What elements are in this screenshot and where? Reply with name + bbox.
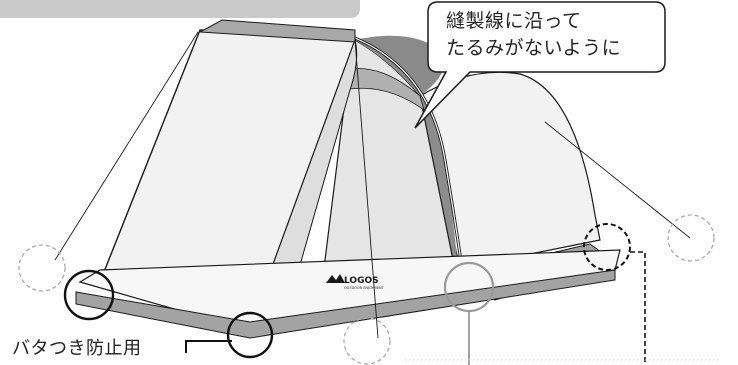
anti-flap-point-front <box>226 311 274 359</box>
logo-mark-icon <box>326 274 345 283</box>
anti-flap-point-left <box>63 269 115 321</box>
callout-text: 縫製線に沿って たるみがないように <box>446 10 622 59</box>
callout-bubble <box>414 1 666 129</box>
stake-point-front <box>343 317 391 365</box>
rear-corner-leader <box>630 251 646 365</box>
logo-subtext: OUTDOOR ENJOYMENT <box>344 286 385 290</box>
stake-point-left <box>18 244 66 292</box>
anti-flap-points <box>63 269 274 359</box>
anti-flap-label: バタつき防止用 <box>12 338 142 359</box>
guy-lines <box>54 31 691 339</box>
stake-point-right <box>667 214 715 262</box>
header-banner <box>0 0 360 18</box>
logo: LOGOS OUTDOOR ENJOYMENT <box>326 274 385 290</box>
bata-leader <box>185 340 232 353</box>
floor-strip-front <box>75 269 616 339</box>
rear-corner-circle <box>583 223 631 271</box>
logo-text: LOGOS <box>344 276 379 286</box>
stake-points <box>18 214 715 365</box>
mid-arch-band <box>342 68 425 111</box>
tent-pole-inner <box>354 37 463 269</box>
